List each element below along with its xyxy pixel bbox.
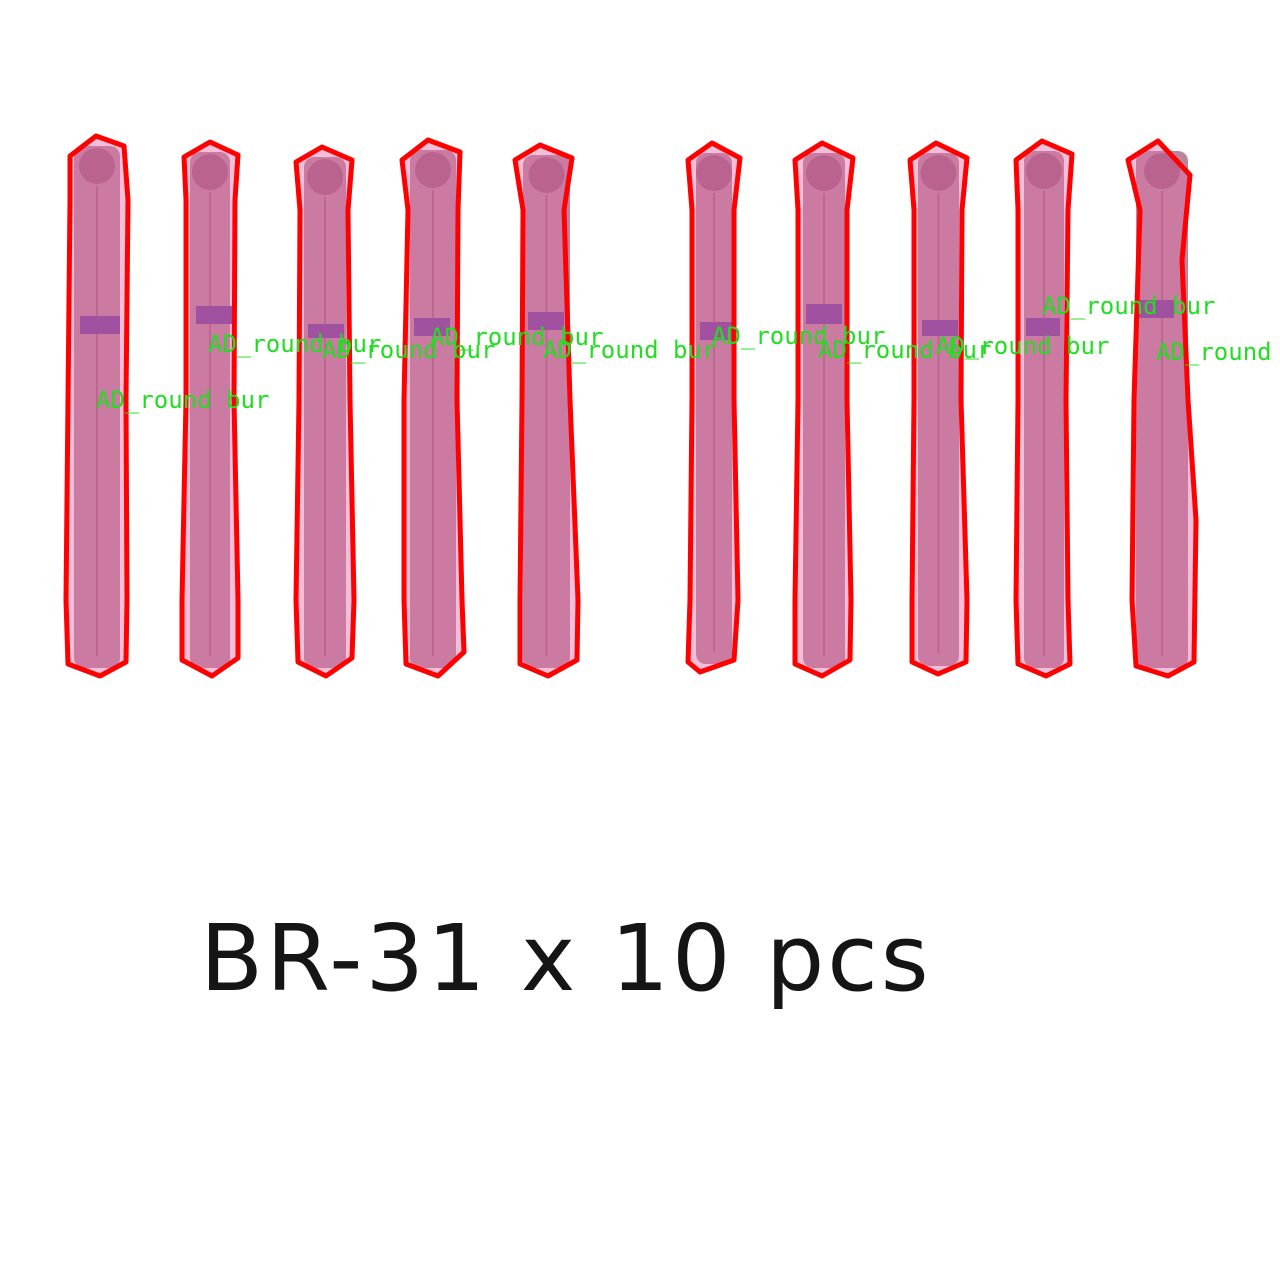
bur-head: [415, 152, 451, 188]
segmentation-mask: [179, 139, 241, 679]
bur-head: [696, 155, 732, 191]
bur-head: [1144, 153, 1180, 189]
segmentation-mask: [685, 140, 743, 675]
product-caption: BR-31 x 10 pcs: [200, 905, 932, 1012]
bur-color-band: [922, 320, 958, 336]
bur-color-band: [414, 318, 450, 336]
bur-masks: [63, 133, 1199, 679]
segmentation-mask: [792, 140, 856, 679]
bur-head: [1026, 153, 1062, 189]
bur-detection: [1125, 138, 1199, 679]
bur-head: [528, 157, 565, 193]
bur-detection: [63, 133, 131, 679]
bur-color-band: [1026, 318, 1060, 336]
bur-detection: [399, 137, 467, 679]
segmentation-mask: [399, 137, 467, 679]
segmentation-mask: [512, 142, 581, 679]
bur-detection: [512, 142, 581, 679]
bur-detection: [179, 139, 241, 679]
detection-label: AD_round bur: [430, 323, 603, 351]
bur-detection: [792, 140, 856, 679]
bur-color-band: [1138, 300, 1174, 318]
bur-head: [920, 155, 957, 191]
detection-label: AD_round bur: [1042, 292, 1215, 320]
segmentation-mask: [1125, 138, 1199, 679]
detection-label: AD_round bur: [543, 336, 716, 364]
bur-head: [79, 148, 115, 184]
detection-label: AD_round bur: [818, 336, 991, 364]
segmentation-mask: [63, 133, 131, 679]
bur-detection: [1013, 138, 1075, 679]
bur-detection: [685, 140, 743, 675]
bur-detection: [907, 140, 970, 677]
segmentation-mask: [907, 140, 970, 677]
bur-head: [806, 155, 842, 191]
segmentation-mask: [1013, 138, 1075, 679]
bur-color-band: [196, 306, 232, 324]
bur-color-band: [308, 324, 344, 338]
bur-head: [307, 159, 343, 195]
bur-color-band: [806, 304, 842, 324]
detection-label: AD_round bur: [936, 332, 1109, 360]
detection-label: AD_round bur: [96, 386, 269, 414]
bur-head: [192, 154, 228, 190]
detection-label: AD_round bur: [1156, 338, 1280, 366]
detection-label: AD_round bur: [322, 336, 495, 364]
bur-color-band: [528, 312, 564, 330]
bur-color-band: [700, 322, 732, 340]
segmentation-mask: [293, 144, 357, 679]
bur-color-band: [80, 316, 120, 334]
detection-label: AD_round bur: [208, 330, 381, 358]
bur-detection: [293, 144, 357, 679]
detection-label: AD_round bur: [712, 322, 885, 350]
